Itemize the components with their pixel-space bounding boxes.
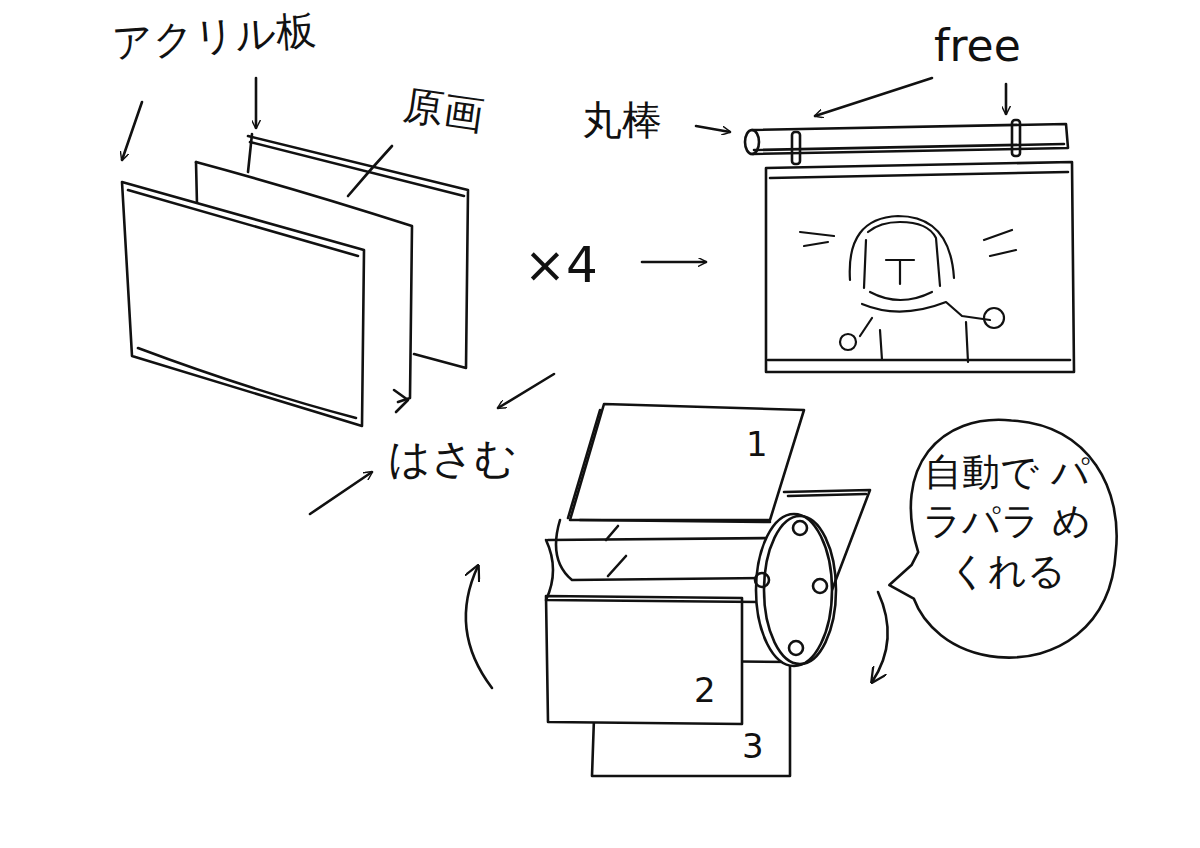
leader-arrow — [1005, 84, 1008, 114]
callout-number: 3 — [742, 728, 764, 765]
framed-board — [766, 162, 1074, 372]
leader-arrow — [815, 78, 932, 116]
bubble-text: 自動で パラパラ めくれる — [918, 448, 1096, 596]
part-name: 原画 — [401, 83, 486, 138]
callout-number: 1 — [746, 426, 768, 463]
speech-bubble: 自動で パラパラ めくれる — [896, 418, 1118, 662]
part-name: 丸棒 — [582, 98, 662, 142]
leader-arrow — [348, 146, 392, 196]
round-rod — [745, 120, 1068, 164]
part-name: アクリル板 — [111, 7, 318, 65]
flow-arrow — [498, 374, 554, 408]
rotation-arrow — [872, 592, 888, 682]
character-sketch — [800, 216, 1016, 362]
action-note: はさむ — [388, 436, 517, 482]
rotation-arrow — [466, 566, 492, 688]
part-note: free — [934, 22, 1021, 70]
acrylic-sheet-front — [122, 182, 364, 426]
multiplier: ×4 — [524, 238, 598, 293]
callout-number: 2 — [694, 672, 716, 709]
leader-arrow — [255, 78, 258, 128]
leader-arrow — [696, 126, 730, 132]
leader-arrow — [122, 102, 142, 160]
flip-device — [546, 404, 870, 776]
flow-arrow — [642, 261, 706, 264]
flow-arrow — [310, 472, 372, 514]
